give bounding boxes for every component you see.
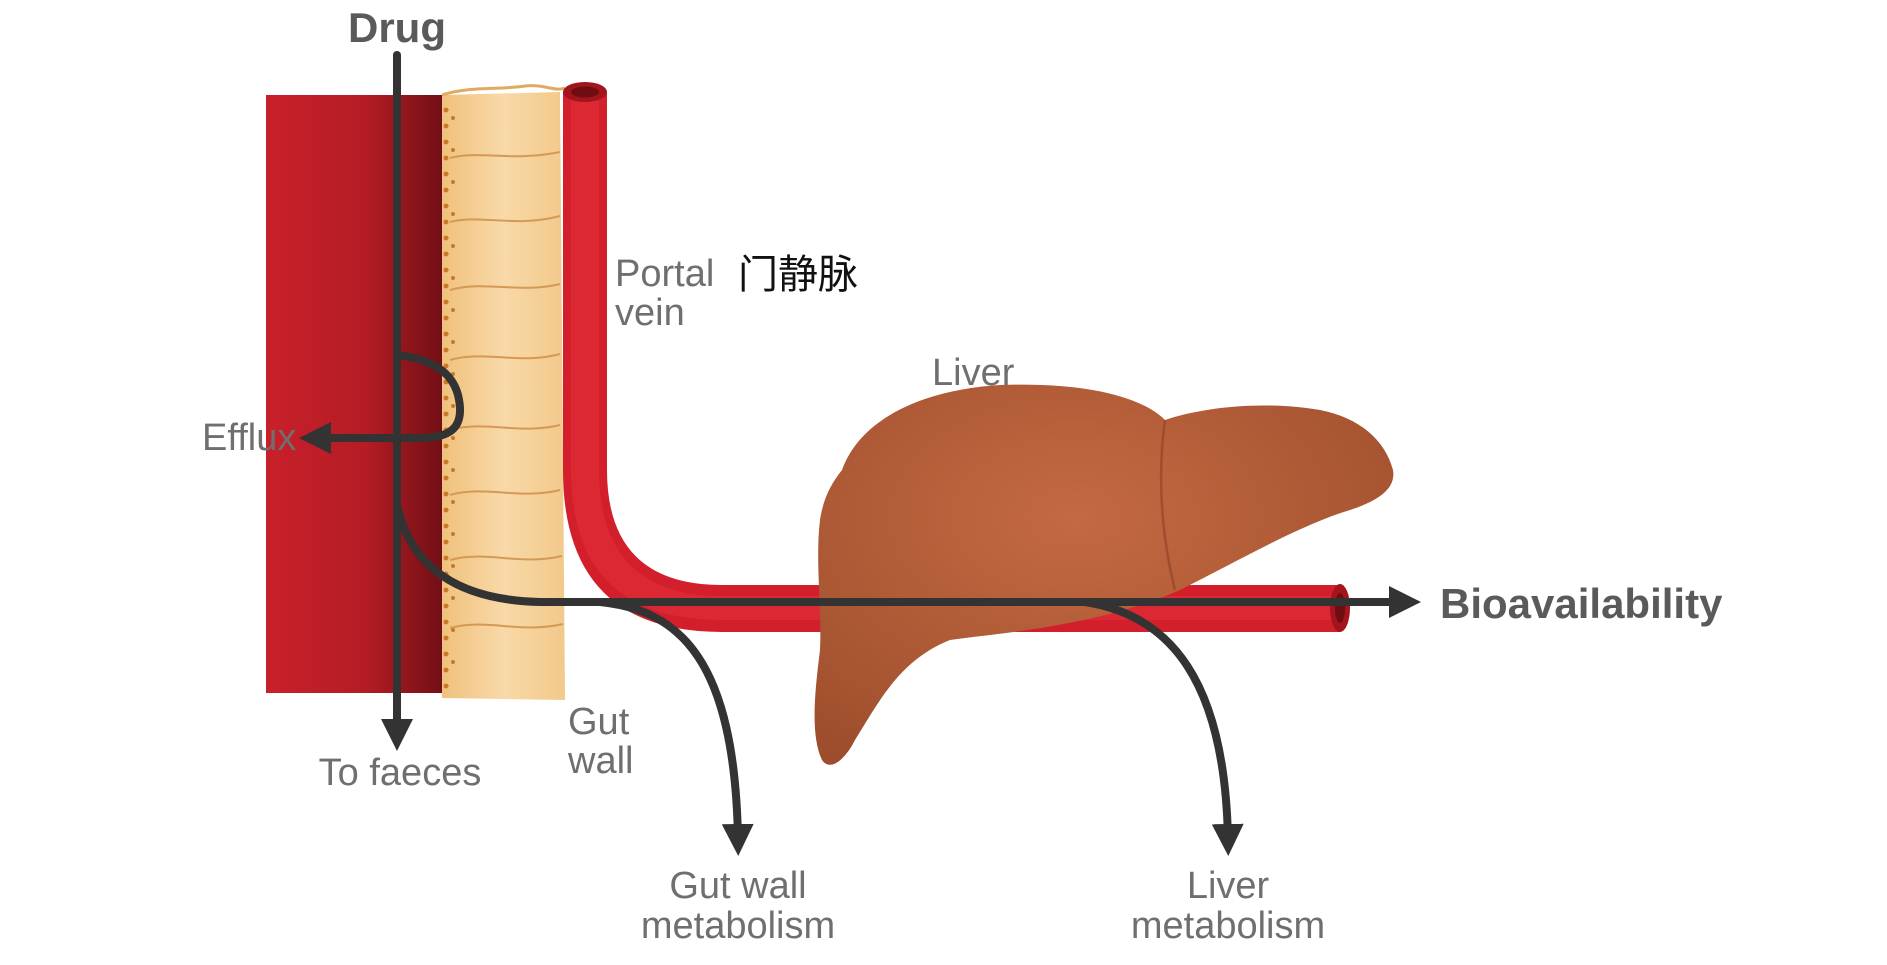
gut-lumen [266, 95, 446, 693]
label-portal-vein-line2: vein [615, 292, 685, 334]
gut-wall [441, 84, 566, 700]
portal-vein [563, 82, 1350, 632]
label-liver-metabolism-line1: Liver [1187, 865, 1270, 907]
label-gut-wall-metabolism-line1: Gut wall [669, 865, 806, 907]
label-efflux: Efflux [202, 417, 296, 459]
label-liver-metabolism-line2: metabolism [1131, 905, 1325, 947]
label-gut-wall-line1: Gut [568, 701, 630, 743]
arrow-absorption [393, 501, 1421, 618]
label-drug: Drug [348, 4, 446, 51]
arrow-gut-wall-metabolism [596, 598, 754, 856]
label-portal-vein-line1: Portal [615, 253, 714, 295]
label-gut-wall-metabolism-line2: metabolism [641, 905, 835, 947]
drug-pathways [299, 51, 1421, 856]
label-bioavailability: Bioavailability [1440, 580, 1723, 627]
arrow-efflux [299, 351, 464, 454]
arrow-liver-metabolism [1081, 598, 1244, 856]
label-liver: Liver [932, 352, 1015, 394]
label-portal-vein-cn: 门静脉 [738, 252, 858, 298]
label-gut-wall-line2: wall [567, 740, 633, 782]
liver [814, 384, 1394, 765]
label-to-faeces: To faeces [319, 752, 482, 794]
